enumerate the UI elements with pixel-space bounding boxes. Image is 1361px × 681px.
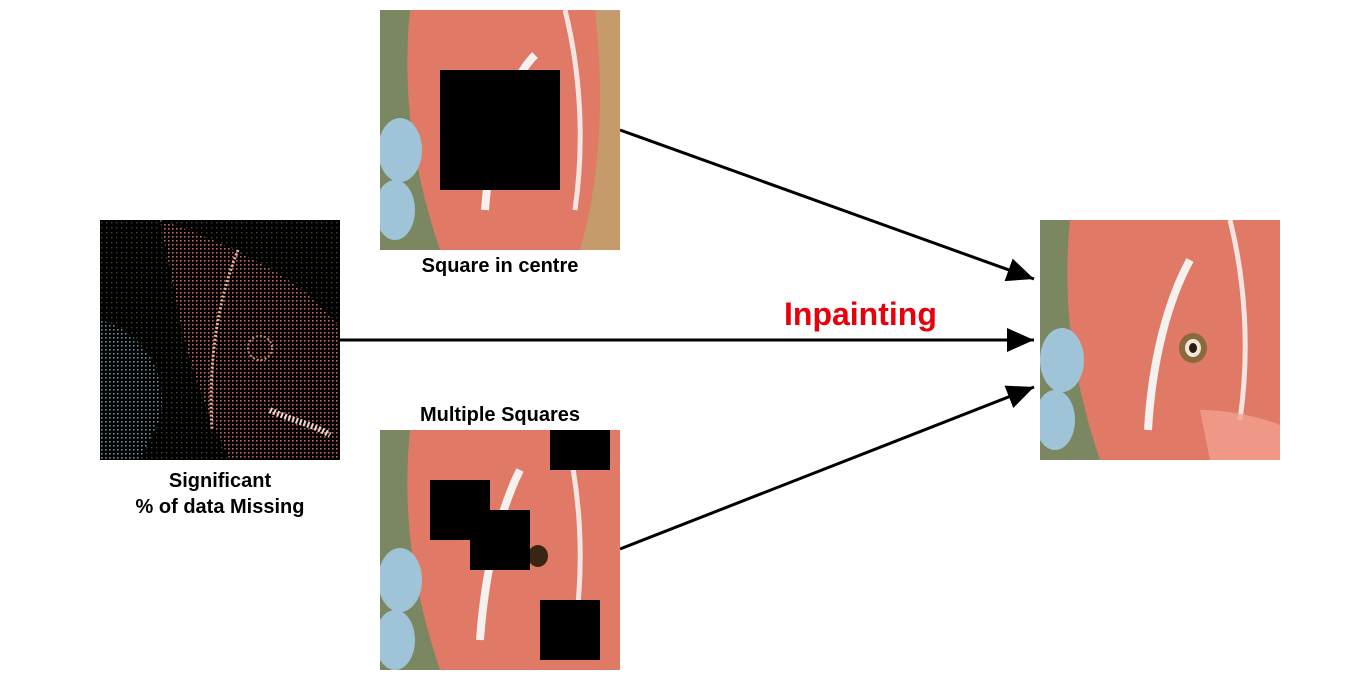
missing-data-label-line2: % of data Missing [135, 496, 305, 518]
inpainted-result-image [1040, 220, 1280, 460]
mask-square-3 [470, 510, 530, 570]
mask-square-1 [550, 430, 610, 470]
arrow-bottom-to-result [619, 385, 1035, 551]
inpainting-title: Inpainting [784, 296, 937, 332]
missing-data-label: Significant % of data Missing [100, 468, 340, 520]
arrow-top-to-result [619, 128, 1035, 282]
square-in-centre-image [380, 10, 620, 250]
multiple-squares-label: Multiple Squares [419, 404, 581, 426]
mask-square-4 [540, 600, 600, 660]
missing-data-label-line1: Significant [168, 470, 272, 492]
square-in-centre-label: Square in centre [421, 255, 579, 277]
multiple-squares-image [380, 430, 620, 670]
mask-square-centre [440, 70, 560, 190]
sparse-data-image [100, 220, 340, 460]
